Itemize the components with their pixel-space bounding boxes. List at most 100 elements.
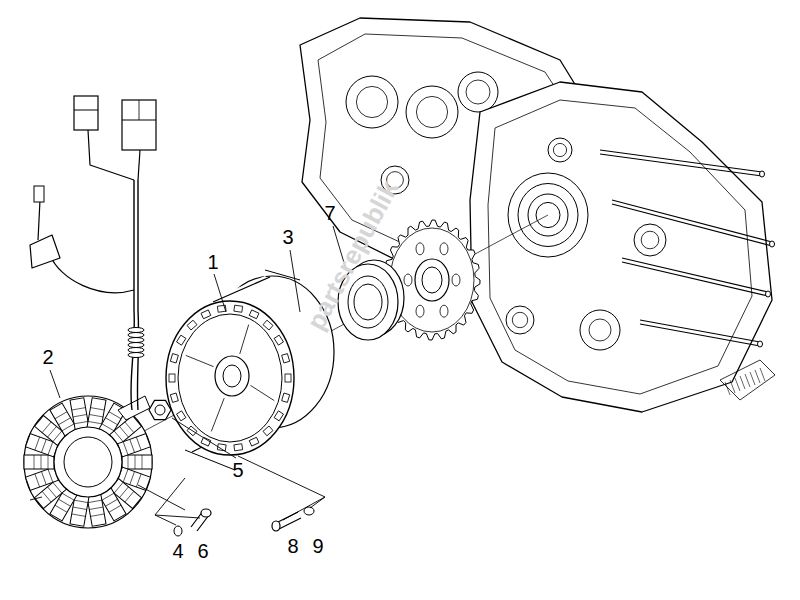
callout-number: 4: [172, 541, 183, 561]
stator-coil-part: [74, 500, 88, 502]
wiring-harness: [30, 96, 156, 410]
callout-number: 8: [287, 536, 298, 556]
callout-number: 5: [232, 460, 243, 480]
leader-line-part: [172, 418, 236, 458]
flywheel-rotor-part: [249, 310, 259, 319]
screw-washer-part: [201, 509, 211, 517]
stator-coil-part: [114, 431, 123, 442]
callout-number: 3: [282, 227, 293, 247]
stator-coil-part: [62, 493, 74, 500]
flywheel-rotor: [166, 270, 334, 470]
stator-coil-part: [90, 408, 104, 410]
engine-crankcase-part: [346, 76, 398, 128]
engine-crankcase-part: [760, 171, 765, 177]
stator-coil-part: [42, 491, 51, 502]
stator-coil-part: [125, 491, 134, 502]
stator-coil-part: [24, 396, 152, 528]
flywheel-nut: [149, 400, 171, 419]
callout-number: 1: [207, 252, 218, 272]
drive-gear-part: [452, 274, 460, 286]
flywheel-rotor-part: [201, 310, 211, 319]
wiring-harness-part: [131, 180, 134, 410]
flywheel-rotor-part: [170, 354, 178, 363]
stator-coil-part: [89, 507, 103, 509]
stator-coil-part: [48, 442, 53, 455]
flywheel-rotor-part: [177, 335, 186, 345]
screw-washer: [174, 507, 314, 536]
stator-coil-part: [89, 414, 103, 416]
stator-coil-part: [58, 418, 70, 425]
engine-crankcase-part: [730, 380, 735, 393]
stator-coil-part: [122, 455, 152, 469]
wiring-harness-part: [128, 338, 144, 343]
engine-crankcase-part: [740, 376, 745, 389]
stator-coil-part: [128, 455, 129, 469]
wiring-harness-part: [137, 180, 138, 410]
stator-coil-part: [109, 412, 121, 419]
stator-coil-part: [41, 455, 42, 469]
engine-crankcase-part: [755, 370, 760, 383]
oil-seal-part: [354, 284, 382, 320]
engine-crankcase: [300, 18, 775, 412]
screw-washer-part: [174, 526, 182, 536]
stator-coil-part: [74, 421, 88, 423]
leader-line-part: [155, 478, 185, 515]
stator-coil-part: [125, 422, 134, 433]
flywheel-rotor-part: [166, 301, 294, 455]
drive-gear-part: [415, 259, 449, 301]
stator-coil-part: [142, 455, 143, 469]
engine-crankcase-part: [622, 258, 768, 292]
stator-coil-part: [118, 434, 151, 457]
axis-line: [90, 215, 548, 460]
flywheel-rotor-part: [178, 314, 282, 442]
flywheel-rotor-part: [223, 365, 241, 387]
leader-line-part: [238, 456, 325, 497]
flywheel-rotor-part: [186, 355, 214, 366]
engine-crankcase-part: [750, 372, 755, 385]
callout-number: 6: [197, 541, 208, 561]
drive-gear-part: [440, 305, 448, 317]
stator-coil-part: [109, 505, 121, 512]
screw-washer-part: [272, 521, 280, 531]
stator-coil-part: [48, 455, 49, 469]
engine-crankcase-part: [458, 72, 498, 112]
stator-coil-part: [34, 455, 35, 469]
drive-gear-part: [404, 274, 412, 286]
flywheel-rotor-part: [187, 320, 197, 330]
engine-crankcase-part: [589, 319, 611, 341]
stator-coil-part: [58, 499, 70, 506]
engine-crankcase-part: [612, 200, 772, 242]
stator-coil-part: [35, 437, 40, 450]
callout-number: 7: [324, 203, 335, 223]
engine-crankcase-part: [488, 100, 752, 394]
stator-coil-part: [105, 499, 117, 506]
flywheel-nut-part: [155, 405, 165, 415]
wiring-harness-part: [128, 328, 144, 333]
stator-coil-part: [72, 408, 86, 410]
flywheel-rotor-part: [274, 335, 283, 345]
wiring-harness-part: [34, 186, 44, 202]
leader-line-part: [214, 274, 226, 312]
stator-coil-part: [53, 482, 62, 493]
stator-coil-part: [54, 427, 122, 497]
drive-gear-part: [422, 267, 442, 293]
leader-line-part: [283, 497, 325, 520]
stator-coil-part: [88, 421, 102, 423]
stator-coil-part: [72, 514, 86, 516]
drive-gear-part: [416, 305, 424, 317]
stator-coil-part: [64, 437, 112, 487]
stator-coil-part: [102, 424, 114, 431]
leader-line-part: [138, 485, 185, 510]
flywheel-rotor-part: [170, 393, 178, 402]
stator-coil-part: [42, 422, 51, 433]
engine-crankcase-part: [766, 291, 771, 297]
flywheel-rotor-part: [285, 374, 291, 382]
wiring-harness-part: [139, 100, 140, 120]
engine-crankcase-part: [553, 143, 566, 156]
stator-coil-part: [41, 471, 46, 484]
flywheel-rotor-part: [215, 356, 249, 396]
stator-coil-part: [73, 414, 87, 416]
stator-coil-part: [130, 439, 135, 452]
stator-coil-part: [55, 412, 67, 419]
